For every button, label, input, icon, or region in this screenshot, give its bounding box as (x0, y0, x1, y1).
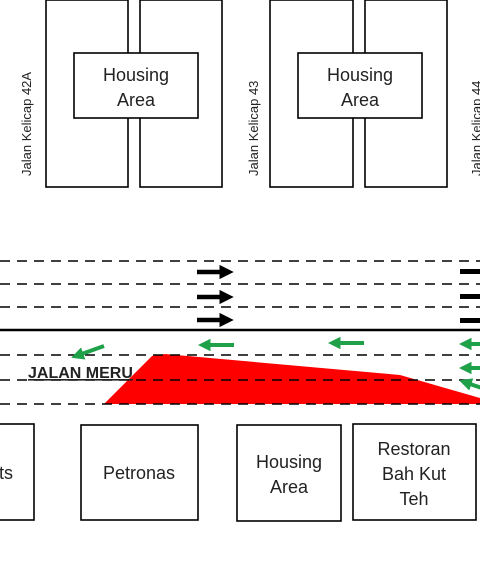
bottom-block-far-left-label: ts (0, 463, 13, 483)
housing-area-label-right-line2: Area (341, 90, 380, 110)
housing-area-label-right-line1: Housing (327, 65, 393, 85)
west-arrow-icon (71, 344, 105, 360)
restoran-line2: Bah Kut (382, 464, 446, 484)
street-label-left: Jalan Kelicap 42A (19, 72, 34, 176)
restoran-line3: Teh (399, 489, 428, 509)
petronas-block (80, 424, 199, 521)
housing-area-label-left-line1: Housing (103, 65, 169, 85)
housing-area-box-left (73, 52, 199, 119)
petronas-label: Petronas (103, 463, 175, 483)
east-arrow-icon (460, 294, 480, 299)
highlight-zone (104, 354, 480, 404)
east-arrow-icon (460, 269, 480, 274)
road-name-label: JALAN MERU (28, 365, 133, 382)
restoran-line1: Restoran (377, 439, 450, 459)
street-label-right: Jalan Kelicap 44 (469, 81, 480, 176)
housing-area-box-right (297, 52, 423, 119)
street-label-middle: Jalan Kelicap 43 (246, 81, 261, 176)
housing-area-bottom-line2: Area (270, 477, 309, 497)
west-arrow-icon (459, 378, 480, 391)
housing-area-block-bottom (236, 424, 342, 522)
housing-area-label-left-line2: Area (117, 90, 156, 110)
restoran-block (352, 423, 477, 521)
bottom-block-far-left (0, 423, 35, 521)
east-arrow-icon (460, 318, 480, 323)
housing-area-bottom-line1: Housing (256, 452, 322, 472)
